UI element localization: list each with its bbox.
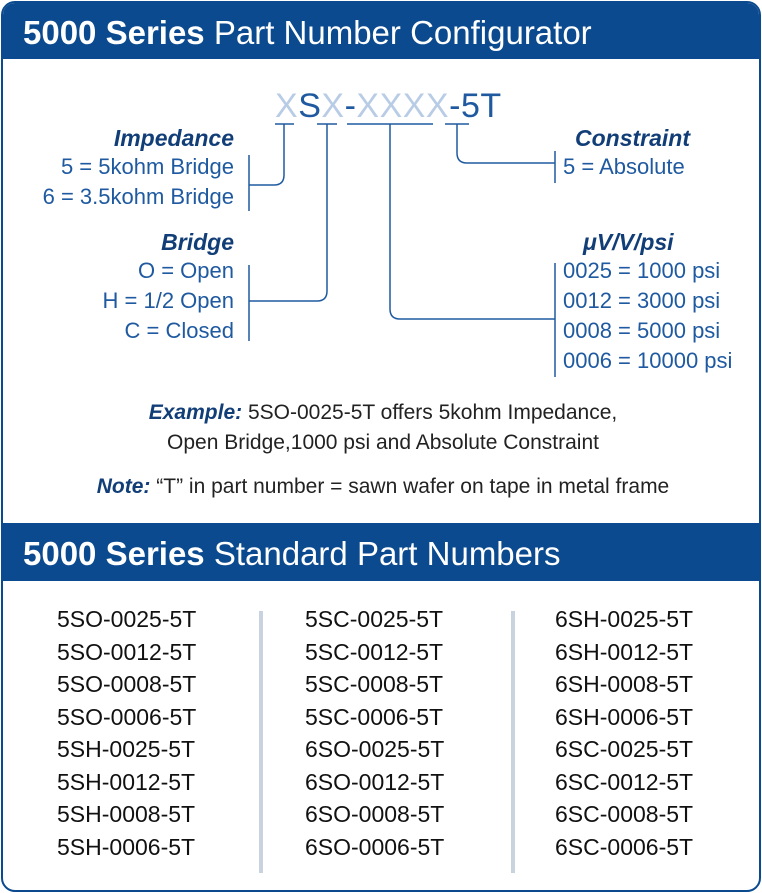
constraint-heading: Constraint [575, 125, 690, 151]
example-text-2: Open Bridge,1000 psi and Absolute Constr… [167, 431, 599, 454]
example-label: Example: [148, 401, 243, 424]
constraint-block: Constraint 5 = Absolute [563, 125, 690, 182]
impedance-connector [249, 124, 285, 186]
sensitivity-option: 0008 = 5000 psi [563, 318, 721, 343]
example-line-2: Open Bridge,1000 psi and Absolute Constr… [3, 431, 759, 455]
configurator-title-rest: Part Number Configurator [213, 14, 592, 51]
part-number: 6SC-0006-5T [555, 833, 694, 860]
dash-2: - [449, 87, 461, 125]
part-number: 5SC-0025-5T [305, 606, 444, 632]
part-column-3: 6SH-0025-5T 6SH-0012-5T 6SH-0008-5T 6SH-… [555, 603, 693, 863]
impedance-heading: Impedance [113, 125, 234, 151]
part-number: 6SO-0008-5T [305, 801, 445, 827]
part-number: 5SH-0025-5T [57, 736, 196, 762]
configurator-title-bold: 5000 Series [23, 14, 205, 51]
sensitivity-option: 0006 = 10000 psi [563, 348, 733, 373]
part-number: 6SO-0025-5T [305, 736, 445, 762]
impedance-option: 6 = 3.5kohm Bridge [42, 184, 234, 209]
note-text: “T” in part number = sawn wafer on tape … [156, 475, 670, 498]
standard-title-bold: 5000 Series [23, 535, 205, 572]
part-number: 6SH-0006-5T [555, 703, 694, 730]
column-divider [511, 611, 515, 873]
example-line-1: Example: 5SO-0025-5T offers 5kohm Impeda… [3, 401, 759, 425]
part-number: 6SC-0025-5T [555, 736, 694, 762]
part-number: 6SC-0008-5T [555, 801, 694, 827]
bridge-heading: Bridge [161, 229, 234, 255]
part-number: 6SH-0012-5T [555, 638, 694, 665]
configurator-header: 5000 Series Part Number Configurator [3, 3, 759, 59]
bridge-option: O = Open [137, 258, 234, 283]
part-number: 6SC-0012-5T [555, 768, 694, 795]
column-divider [259, 611, 263, 873]
constraint-option: 5 = Absolute [563, 154, 685, 179]
note-line: Note: “T” in part number = sawn wafer on… [3, 475, 759, 499]
part-number: 5SO-0008-5T [57, 671, 197, 697]
bridge-option: H = 1/2 Open [102, 288, 234, 313]
sensitivity-option: 0025 = 1000 psi [563, 258, 721, 283]
part-number: 5SC-0006-5T [305, 703, 444, 730]
bridge-option: C = Closed [124, 318, 234, 343]
note-label: Note: [96, 475, 151, 498]
standard-title-rest: Standard Part Numbers [213, 535, 561, 572]
bridge-block: Bridge O = Open H = 1/2 Open C = Closed [103, 229, 234, 346]
example-text-1: 5SO-0025-5T offers 5kohm Impedance, [247, 401, 618, 424]
impedance-option: 5 = 5kohm Bridge [60, 154, 234, 179]
part-number: 6SH-0025-5T [555, 606, 694, 632]
part-number: 6SO-0006-5T [305, 833, 445, 860]
impedance-block: Impedance 5 = 5kohm Bridge 6 = 3.5kohm B… [43, 125, 234, 212]
part-number: 6SH-0008-5T [555, 671, 694, 697]
part-number: 5SH-0006-5T [57, 833, 196, 860]
sensitivity-heading: μV/V/psi [583, 229, 674, 255]
part-number: 5SO-0012-5T [57, 638, 197, 665]
sensitivity-placeholder: XXXX [356, 87, 450, 125]
part-column-1: 5SO-0025-5T 5SO-0012-5T 5SO-0008-5T 5SO-… [57, 603, 196, 863]
part-number: 6SO-0012-5T [305, 768, 445, 795]
part-number: 5SC-0012-5T [305, 638, 444, 665]
part-number-pattern: XSX-XXXX-5T [275, 87, 502, 126]
constraint-connector [456, 124, 555, 164]
connector-lines [248, 123, 556, 377]
part-number: 5SH-0008-5T [57, 801, 196, 827]
constraint-fixed: 5T [460, 87, 502, 125]
bridge-placeholder: X [321, 87, 345, 125]
part-number: 5SO-0025-5T [57, 606, 197, 632]
s-fixed: S [298, 87, 322, 125]
bridge-connector [249, 124, 328, 302]
dash-1: - [344, 87, 357, 125]
standard-header: 5000 Series Standard Part Numbers [3, 523, 759, 581]
part-number: 5SO-0006-5T [57, 703, 197, 730]
part-column-2: 5SC-0025-5T 5SC-0012-5T 5SC-0008-5T 5SC-… [305, 603, 444, 863]
sensitivity-connector [389, 124, 555, 320]
sensitivity-block: μV/V/psi 0025 = 1000 psi 0012 = 3000 psi… [563, 229, 732, 376]
part-number: 5SC-0008-5T [305, 671, 444, 697]
impedance-placeholder: X [275, 87, 299, 125]
sensitivity-option: 0012 = 3000 psi [563, 288, 721, 313]
part-number: 5SH-0012-5T [57, 768, 196, 795]
